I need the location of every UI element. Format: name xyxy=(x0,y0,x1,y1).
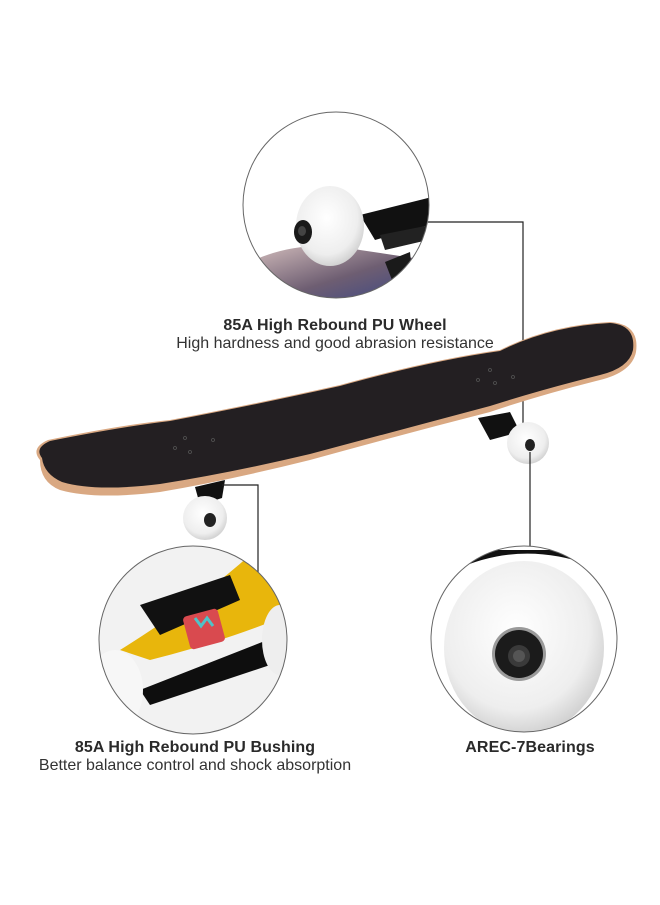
bushing-subtitle: Better balance control and shock absorpt… xyxy=(38,756,352,774)
rear-wheel xyxy=(478,412,549,464)
wheel-callout-circle xyxy=(242,111,430,299)
bushing-title: 85A High Rebound PU Bushing xyxy=(74,739,316,756)
bushing-leader-line xyxy=(222,484,259,572)
bushing-caption: 85A High Rebound PU Bushing Better balan… xyxy=(10,739,380,774)
bearing-caption: AREC-7Bearings xyxy=(440,739,620,757)
wheel-title: 85A High Rebound PU Wheel xyxy=(223,317,447,334)
wheel-subtitle: High hardness and good abrasion resistan… xyxy=(176,334,494,352)
bearing-callout-circle xyxy=(430,545,618,733)
bushing-callout-circle xyxy=(98,545,288,735)
skateboard-deck xyxy=(36,322,637,496)
front-wheel xyxy=(183,480,227,540)
wheel-caption: 85A High Rebound PU Wheel High hardness … xyxy=(150,317,520,352)
bearing-title: AREC-7Bearings xyxy=(465,739,595,756)
